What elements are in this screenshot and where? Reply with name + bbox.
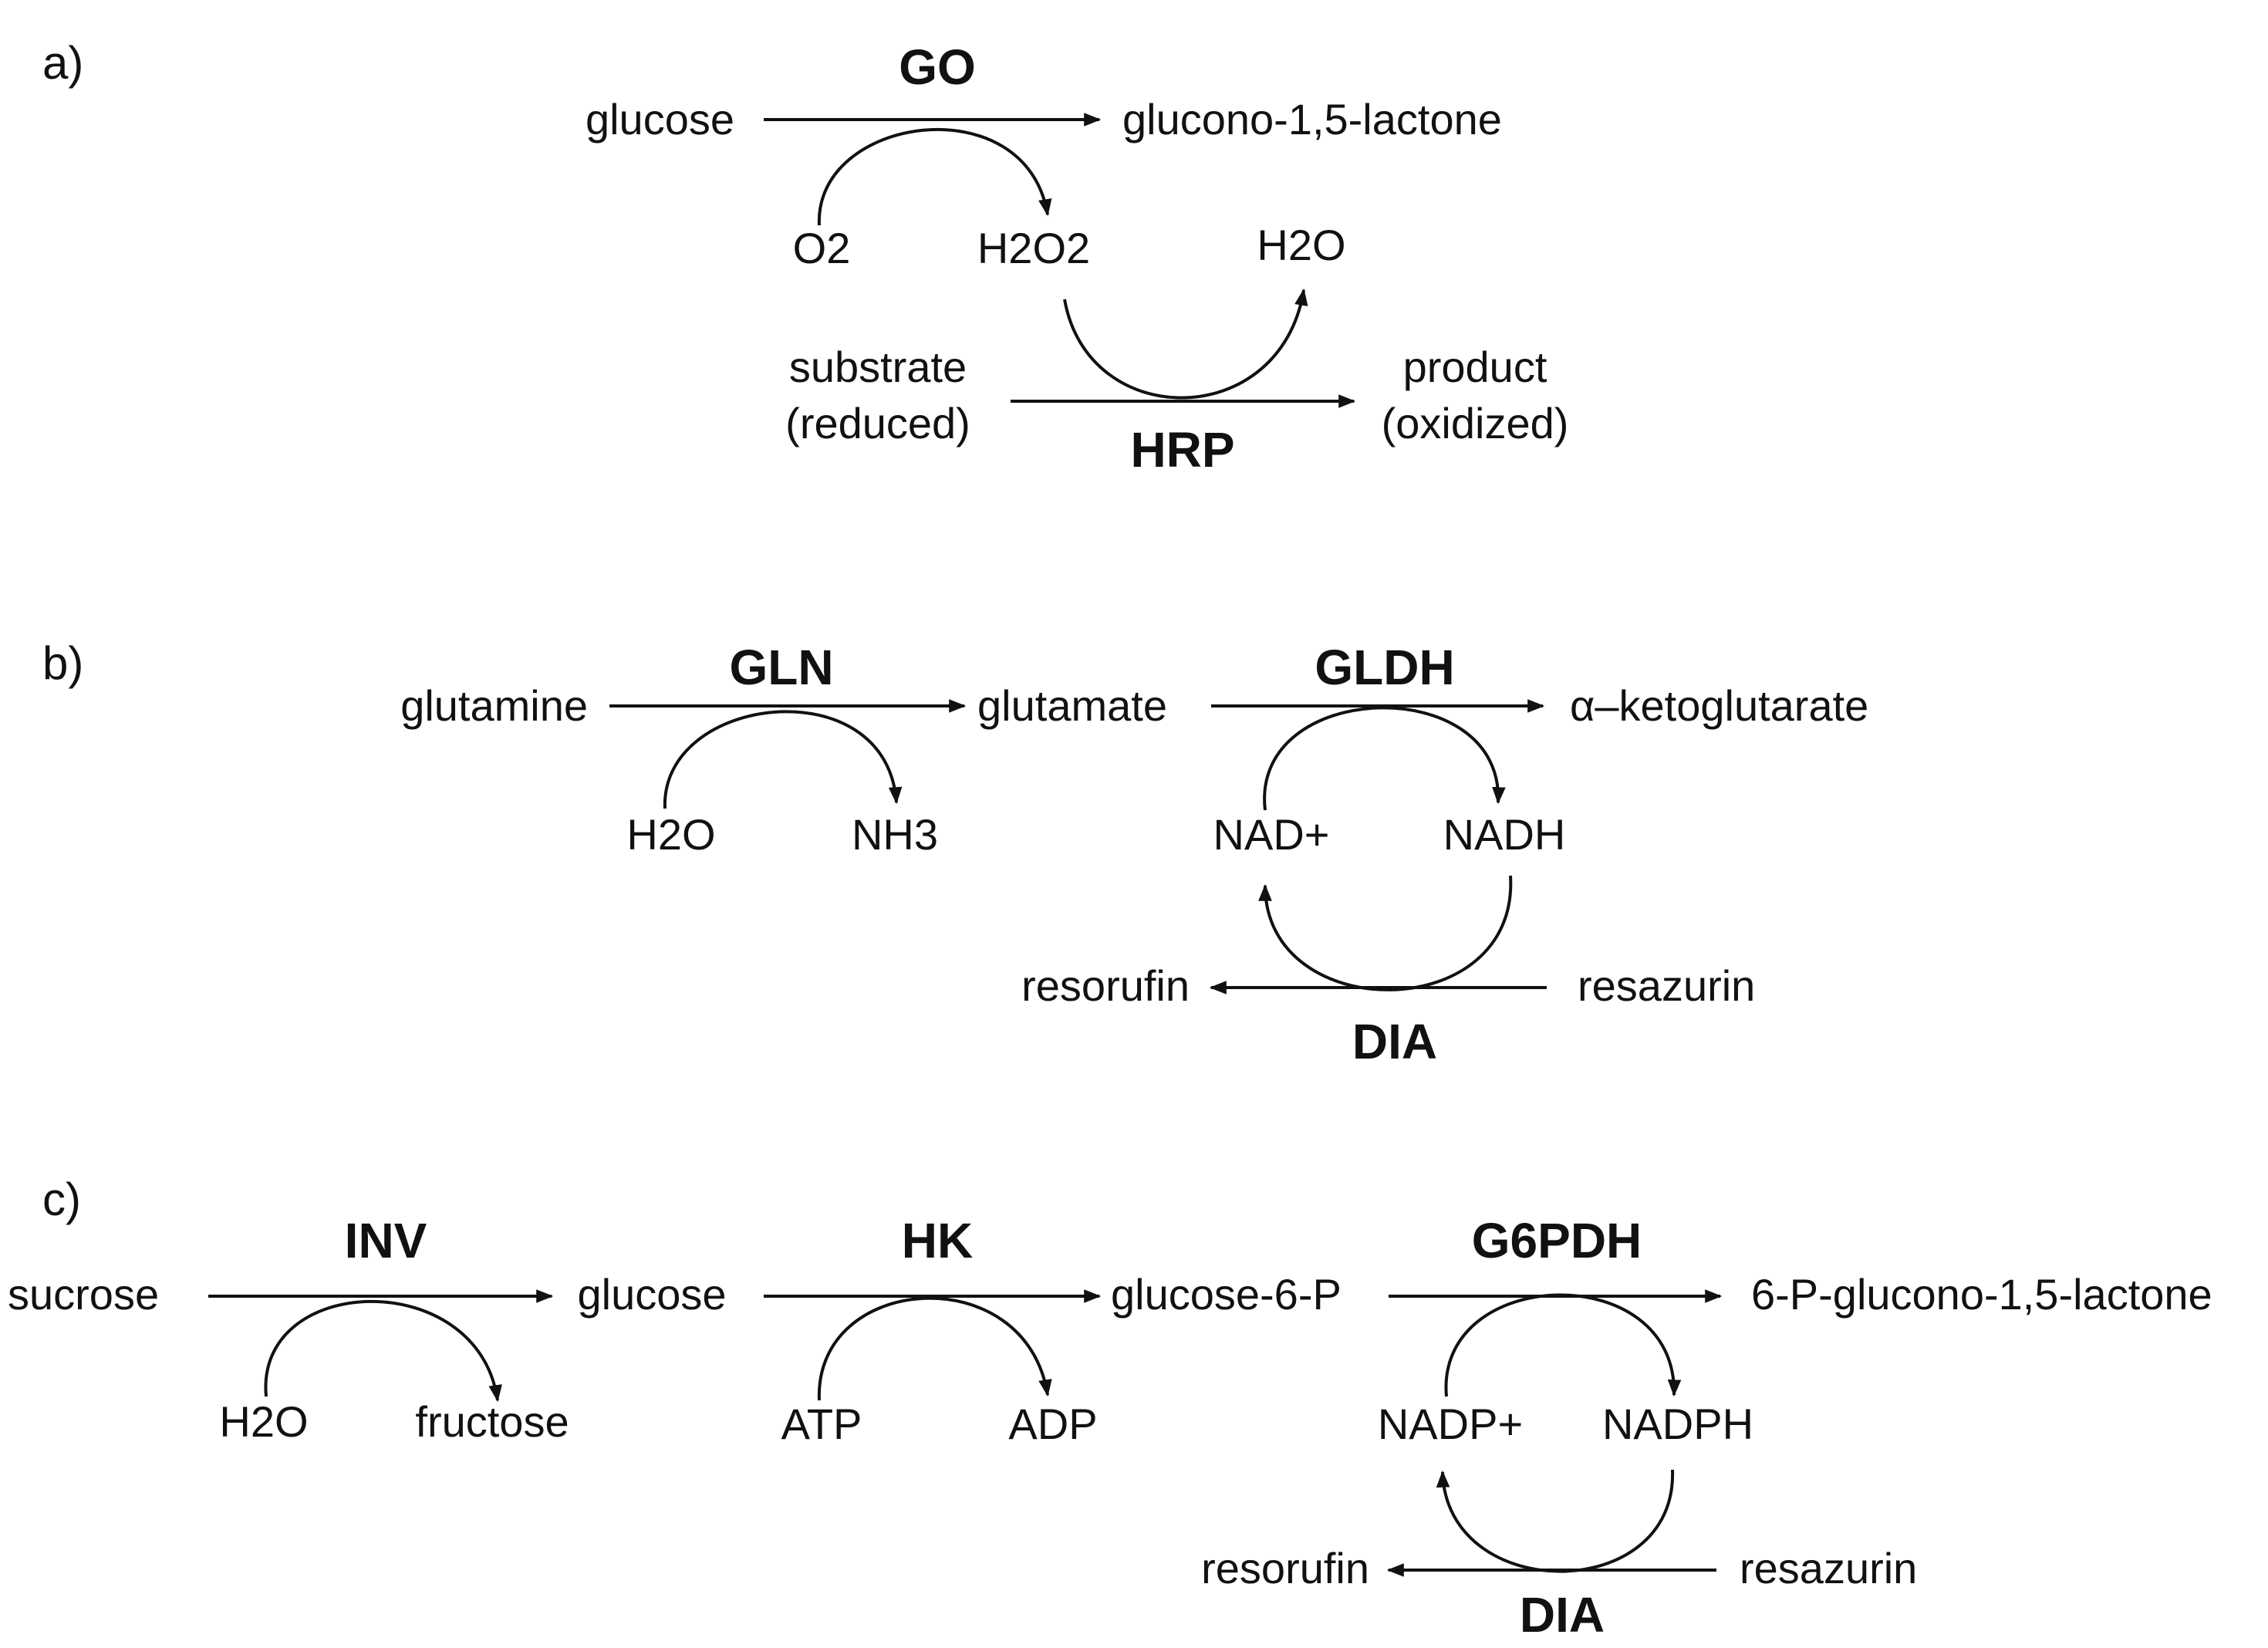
- h2o-to-nh3-curved-arrow: [663, 710, 903, 809]
- coproduct-adp: ADP: [1008, 1400, 1098, 1448]
- nadh-to-nad-curved-arrow: [1258, 875, 1513, 991]
- intermediate-glutamate: glutamate: [977, 681, 1167, 730]
- enzyme-gln: GLN: [729, 640, 834, 695]
- atp-to-adp-curved-arrow: [817, 1296, 1052, 1401]
- cofactor-nadph: NADPH: [1601, 1400, 1754, 1448]
- coproduct-h2o: H2O: [1257, 221, 1346, 269]
- nad-to-nadh-curved-arrow: [1263, 706, 1506, 811]
- cofactor-nadp-plus: NADP+: [1377, 1400, 1524, 1448]
- coproduct-fructose: fructose: [415, 1397, 569, 1446]
- cofactor-nad-plus: NAD+: [1213, 810, 1330, 859]
- coproduct-nh3: NH3: [851, 810, 939, 859]
- product-alpha-ketoglutarate: α–ketoglutarate: [1570, 681, 1869, 730]
- cosubstrate-atp: ATP: [781, 1400, 862, 1448]
- dye-resorufin-b: resorufin: [1021, 961, 1190, 1010]
- enzyme-hk: HK: [901, 1213, 974, 1268]
- product-6-p-gluconolactone: 6-P-glucono-1,5-lactone: [1751, 1270, 2212, 1319]
- hrp-product-oxidized: product (oxidized): [1381, 343, 1569, 447]
- cofactor-nadh: NADH: [1443, 810, 1566, 859]
- enzyme-g6pdh: G6PDH: [1471, 1213, 1642, 1268]
- cosubstrate-h2o-c: H2O: [219, 1397, 309, 1446]
- enzyme-gldh: GLDH: [1315, 640, 1455, 695]
- cosubstrate-o2: O2: [792, 224, 851, 272]
- dye-resazurin-c: resazurin: [1740, 1544, 1918, 1592]
- enzyme-hrp: HRP: [1130, 422, 1235, 478]
- substrate-sucrose: sucrose: [8, 1270, 160, 1319]
- hrp-substrate-reduced: substrate (reduced): [785, 343, 970, 447]
- cosubstrate-h2o: H2O: [626, 810, 716, 859]
- h2o-to-fructose-curved-arrow: [264, 1299, 502, 1403]
- nadph-to-nadp-curved-arrow: [1436, 1469, 1675, 1573]
- dye-resorufin-c: resorufin: [1201, 1544, 1369, 1592]
- enzyme-inv: INV: [344, 1213, 427, 1268]
- intermediate-glucose-6-p: glucose-6-P: [1111, 1270, 1342, 1319]
- h2o2-to-h2o-curved-arrow: [1063, 288, 1308, 400]
- panel-b-label: b): [42, 637, 84, 689]
- panel-c-label: c): [42, 1174, 81, 1225]
- product-gluconolactone: glucono-1,5-lactone: [1122, 95, 1502, 144]
- enzyme-go: GO: [899, 39, 976, 95]
- substrate-glucose: glucose: [585, 95, 734, 144]
- nadp-to-nadph-curved-arrow: [1444, 1293, 1682, 1397]
- dye-resazurin-b: resazurin: [1578, 961, 1756, 1010]
- enzyme-dia-b: DIA: [1352, 1014, 1438, 1069]
- o2-to-h2o2-curved-arrow: [817, 128, 1052, 226]
- substrate-glutamine: glutamine: [400, 681, 588, 730]
- panel-a-label: a): [42, 37, 84, 89]
- coproduct-h2o2: H2O2: [977, 224, 1091, 272]
- intermediate-glucose: glucose: [577, 1270, 727, 1319]
- enzyme-dia-c: DIA: [1519, 1587, 1605, 1643]
